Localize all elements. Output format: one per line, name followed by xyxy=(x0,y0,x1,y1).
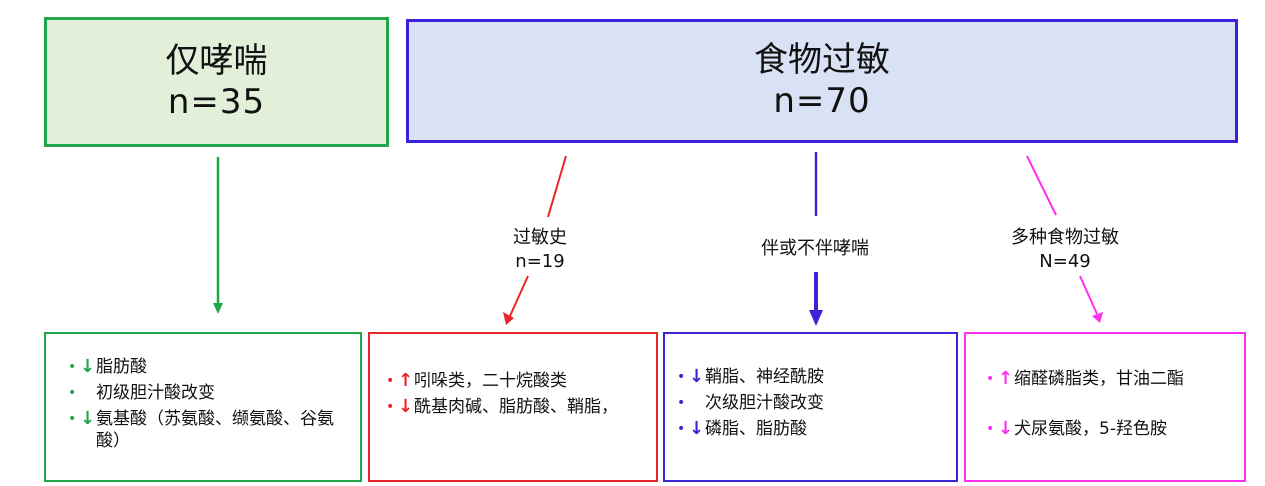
multi-food-arrow xyxy=(1026,155,1103,323)
branch-label-multi-food: 多种食物过敏 N=49 xyxy=(1011,227,1119,272)
food-allergy-title: 食物过敏 xyxy=(754,40,890,80)
list-item: • ↓ 酰基肉碱、脂肪酸、鞘脂， xyxy=(386,396,618,417)
bullet-icon: • xyxy=(68,385,77,401)
list-item: • ↓ 鞘脂、神经酰胺 xyxy=(677,366,824,387)
list-item: • ↑ 缩醛磷脂类，甘油二酯 xyxy=(986,368,1184,389)
bullet-icon: • xyxy=(386,373,395,389)
food-allergy-count: n=70 xyxy=(773,81,871,121)
arrow-down-icon: ↓ xyxy=(689,418,705,439)
with-asthma-arrow xyxy=(809,152,823,326)
list-item: • 初级胆汁酸改变 xyxy=(68,383,215,403)
list-item: • ↓ 磷脂、脂肪酸 xyxy=(677,418,807,439)
history-arrow xyxy=(503,155,567,325)
bullet-icon: • xyxy=(68,359,77,375)
branch-label-history: 过敏史 n=19 xyxy=(513,227,567,272)
list-item: • ↓ 犬尿氨酸，5-羟色胺 xyxy=(986,418,1167,439)
with-asthma-result-card: • ↓ 鞘脂、神经酰胺 • 次级胆汁酸改变 • ↓ 磷脂、脂肪酸 xyxy=(663,332,958,482)
list-item: • ↓ 氨基酸（苏氨酸、缬氨酸、谷氨酸） xyxy=(68,408,334,451)
asthma-only-title: 仅哮喘 xyxy=(165,41,268,81)
bullet-icon: • xyxy=(986,421,995,437)
list-item: • ↓ 脂肪酸 xyxy=(68,356,147,377)
history-result-card: • ↑ 吲哚类，二十烷酸类 • ↓ 酰基肉碱、脂肪酸、鞘脂， xyxy=(368,332,658,482)
arrow-down-icon: ↓ xyxy=(80,408,96,429)
asthma-only-count: n=35 xyxy=(167,82,266,122)
asthma-only-box: 仅哮喘 n=35 xyxy=(44,17,389,147)
arrow-down-icon: ↓ xyxy=(689,366,705,387)
bullet-icon: • xyxy=(986,371,995,387)
arrow-up-icon: ↑ xyxy=(398,370,414,391)
food-allergy-box: 食物过敏 n=70 xyxy=(406,19,1238,143)
multi-food-result-card: • ↑ 缩醛磷脂类，甘油二酯 • ↓ 犬尿氨酸，5-羟色胺 xyxy=(964,332,1246,482)
arrow-down-icon: ↓ xyxy=(398,396,414,417)
bullet-icon: • xyxy=(68,411,77,427)
arrow-up-icon: ↑ xyxy=(998,368,1014,389)
branch-label-with-asthma: 伴或不伴哮喘 xyxy=(761,238,869,259)
bullet-icon: • xyxy=(386,399,395,415)
bullet-icon: • xyxy=(677,369,686,385)
bullet-icon: • xyxy=(677,395,686,411)
list-item: • ↑ 吲哚类，二十烷酸类 xyxy=(386,370,567,391)
arrow-down-icon: ↓ xyxy=(998,418,1014,439)
arrow-down-icon: ↓ xyxy=(80,356,96,377)
bullet-icon: • xyxy=(677,421,686,437)
list-item: • 次级胆汁酸改变 xyxy=(677,393,824,413)
asthma-arrow xyxy=(213,157,223,314)
asthma-result-card: • ↓ 脂肪酸 • 初级胆汁酸改变 • ↓ 氨基酸（苏氨酸、缬氨酸、谷氨酸） xyxy=(44,332,362,482)
